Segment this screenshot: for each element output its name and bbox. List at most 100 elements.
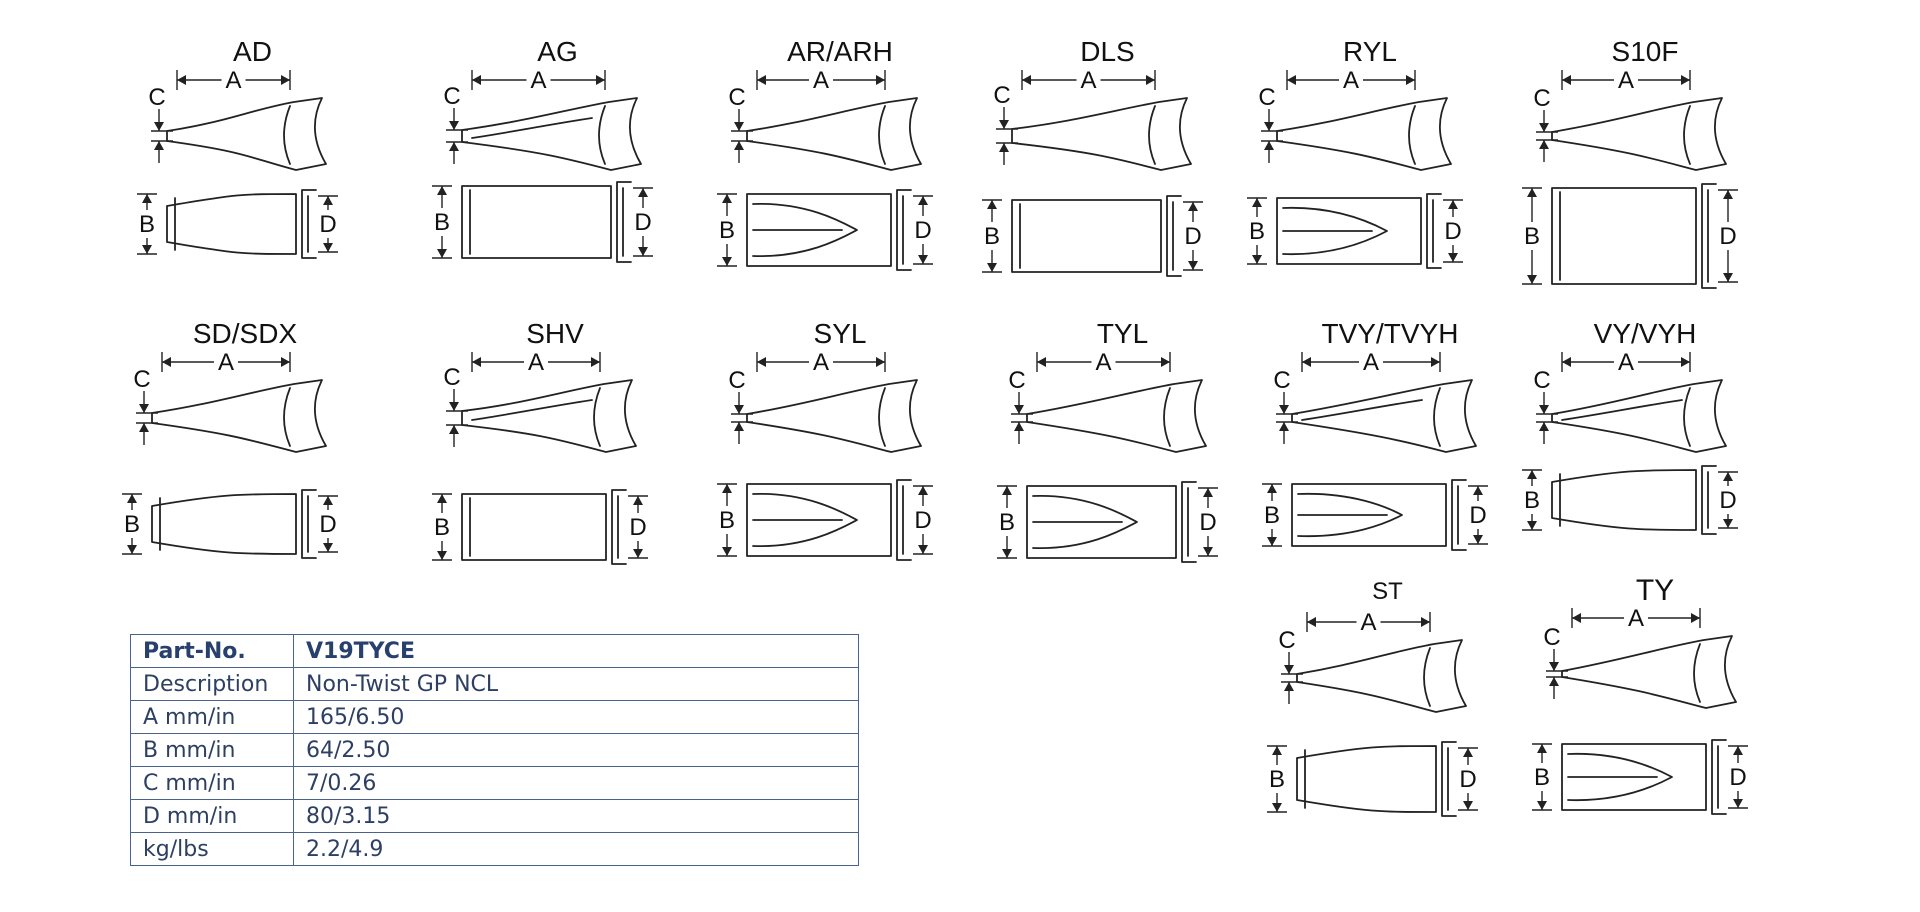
tooth-twin-line (1282, 207, 1388, 255)
arrowhead (1723, 190, 1733, 199)
arrowhead (437, 494, 447, 503)
diagram-title: AR/ARH (787, 36, 893, 67)
arrowhead (1723, 519, 1733, 528)
spec-value: Non-Twist GP NCL (293, 667, 859, 701)
tooth-top-outline (1011, 199, 1162, 273)
dimension-label-b: B (434, 514, 450, 541)
arrowhead (1203, 488, 1213, 497)
arrowhead (1691, 613, 1700, 623)
tooth-channel (896, 189, 912, 271)
arrowhead (1733, 746, 1743, 755)
arrowhead (722, 484, 732, 493)
tooth-side-outline (1551, 97, 1727, 171)
arrowhead (1527, 275, 1537, 284)
arrowhead (987, 263, 997, 272)
tooth-channel (611, 489, 627, 565)
diagram-title: TY (1635, 574, 1675, 607)
arrowhead (1267, 537, 1277, 546)
dimension-label-b: B (434, 209, 450, 236)
dimension-label-b: B (1269, 766, 1285, 793)
tooth-channel (1701, 465, 1717, 535)
dimension-label-c: C (443, 83, 460, 110)
dimension-label-c: C (1533, 85, 1550, 112)
dimension-label-a: A (813, 349, 829, 376)
arrowhead (127, 545, 137, 554)
arrowhead (1527, 470, 1537, 479)
dimension-label-b: B (1534, 764, 1550, 791)
arrowhead (1473, 486, 1483, 495)
spec-value: 80/3.15 (293, 799, 859, 833)
diagram-title: RYL (1343, 36, 1397, 67)
dimension-label-d: D (1729, 764, 1746, 791)
arrowhead (281, 357, 290, 367)
arrowhead (1539, 422, 1549, 431)
arrowhead (1562, 357, 1571, 367)
tooth-top-outline (1276, 197, 1422, 265)
arrowhead (1549, 677, 1559, 686)
dimension-label-d: D (629, 514, 646, 541)
tooth-socket-line (1423, 647, 1431, 707)
arrowhead (1014, 405, 1024, 414)
dimension-label-d: D (1719, 223, 1736, 250)
diagram-title: VY/VYH (1593, 318, 1697, 349)
arrowhead (449, 402, 459, 411)
tooth-top-outline (1551, 187, 1697, 285)
dimension-label-b: B (124, 511, 140, 538)
tooth-side-outline (1011, 97, 1192, 171)
arrowhead (1463, 748, 1473, 757)
arrowhead (638, 188, 648, 197)
spec-value: 64/2.50 (293, 733, 859, 767)
arrowhead (1146, 75, 1155, 85)
tooth-side-outline (746, 97, 922, 171)
arrowhead (1431, 357, 1440, 367)
arrowhead (734, 405, 744, 414)
tooth-channel (1441, 741, 1457, 817)
tooth-top-outline (1551, 469, 1697, 531)
arrowhead (1421, 617, 1430, 627)
tooth-side-outline (746, 379, 922, 453)
dimension-label-d: D (914, 217, 931, 244)
arrowhead (154, 122, 164, 131)
diagram-title: AD (233, 36, 272, 67)
arrowhead (1037, 357, 1046, 367)
spec-label: B mm/in (130, 733, 294, 767)
tooth-side-outline (461, 379, 637, 453)
arrowhead (722, 547, 732, 556)
table-row: B mm/in 64/2.50 (130, 733, 859, 767)
tooth-side-outline (1276, 97, 1452, 171)
arrowhead (281, 75, 290, 85)
arrowhead (1537, 744, 1547, 753)
arrowhead (162, 357, 171, 367)
table-row: A mm/in 165/6.50 (130, 700, 859, 734)
arrowhead (999, 143, 1009, 152)
tooth-socket-line (598, 105, 606, 165)
arrowhead (1463, 801, 1473, 810)
dimension-label-a: A (225, 67, 241, 94)
arrowhead (757, 75, 766, 85)
arrowhead (1188, 202, 1198, 211)
arrowhead (918, 486, 928, 495)
arrowhead (1203, 547, 1213, 556)
table-row: kg/lbs 2.2/4.9 (130, 832, 859, 866)
dimension-label-c: C (148, 84, 165, 111)
tooth-rib-line (471, 399, 593, 421)
tooth-socket-line (1683, 387, 1691, 447)
dimension-label-d: D (914, 507, 931, 534)
arrowhead (139, 423, 149, 432)
arrowhead (1284, 665, 1294, 674)
tooth-channel (1181, 481, 1197, 563)
spec-label: Description (130, 667, 294, 701)
table-row: C mm/in 7/0.26 (130, 766, 859, 800)
tooth-socket-line (1433, 387, 1441, 447)
